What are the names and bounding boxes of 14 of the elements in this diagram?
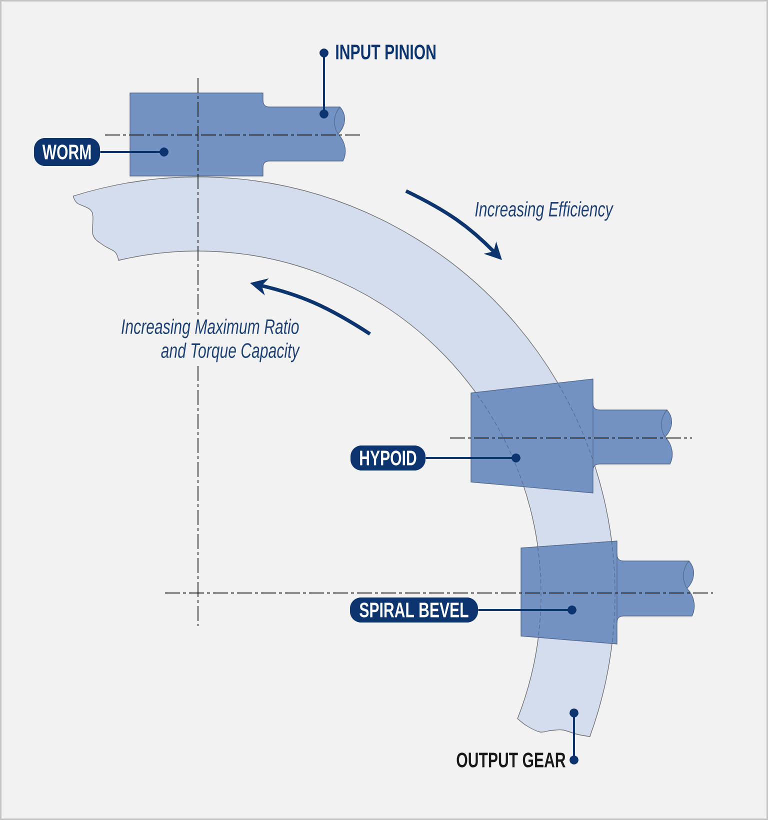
bevel-pinion [520, 540, 695, 644]
callout-label: WORM [34, 138, 100, 166]
leader-line [100, 148, 168, 156]
callout-text: OUTPUT GEAR [456, 752, 566, 768]
annotation-text: Increasing Maximum Ratio and Torque Capacity [104, 317, 301, 364]
worm-pinion [130, 92, 346, 176]
callout-label: SPIRAL BEVEL [350, 598, 478, 622]
leader-line [570, 708, 578, 764]
callout-label: HYPOID [350, 446, 426, 470]
callout-text: INPUT PINION [336, 44, 436, 60]
leader-line [478, 606, 576, 614]
hypoid-pinion [470, 378, 673, 494]
annotation-text: Increasing Efficiency [473, 200, 614, 222]
leader-line [426, 454, 520, 462]
